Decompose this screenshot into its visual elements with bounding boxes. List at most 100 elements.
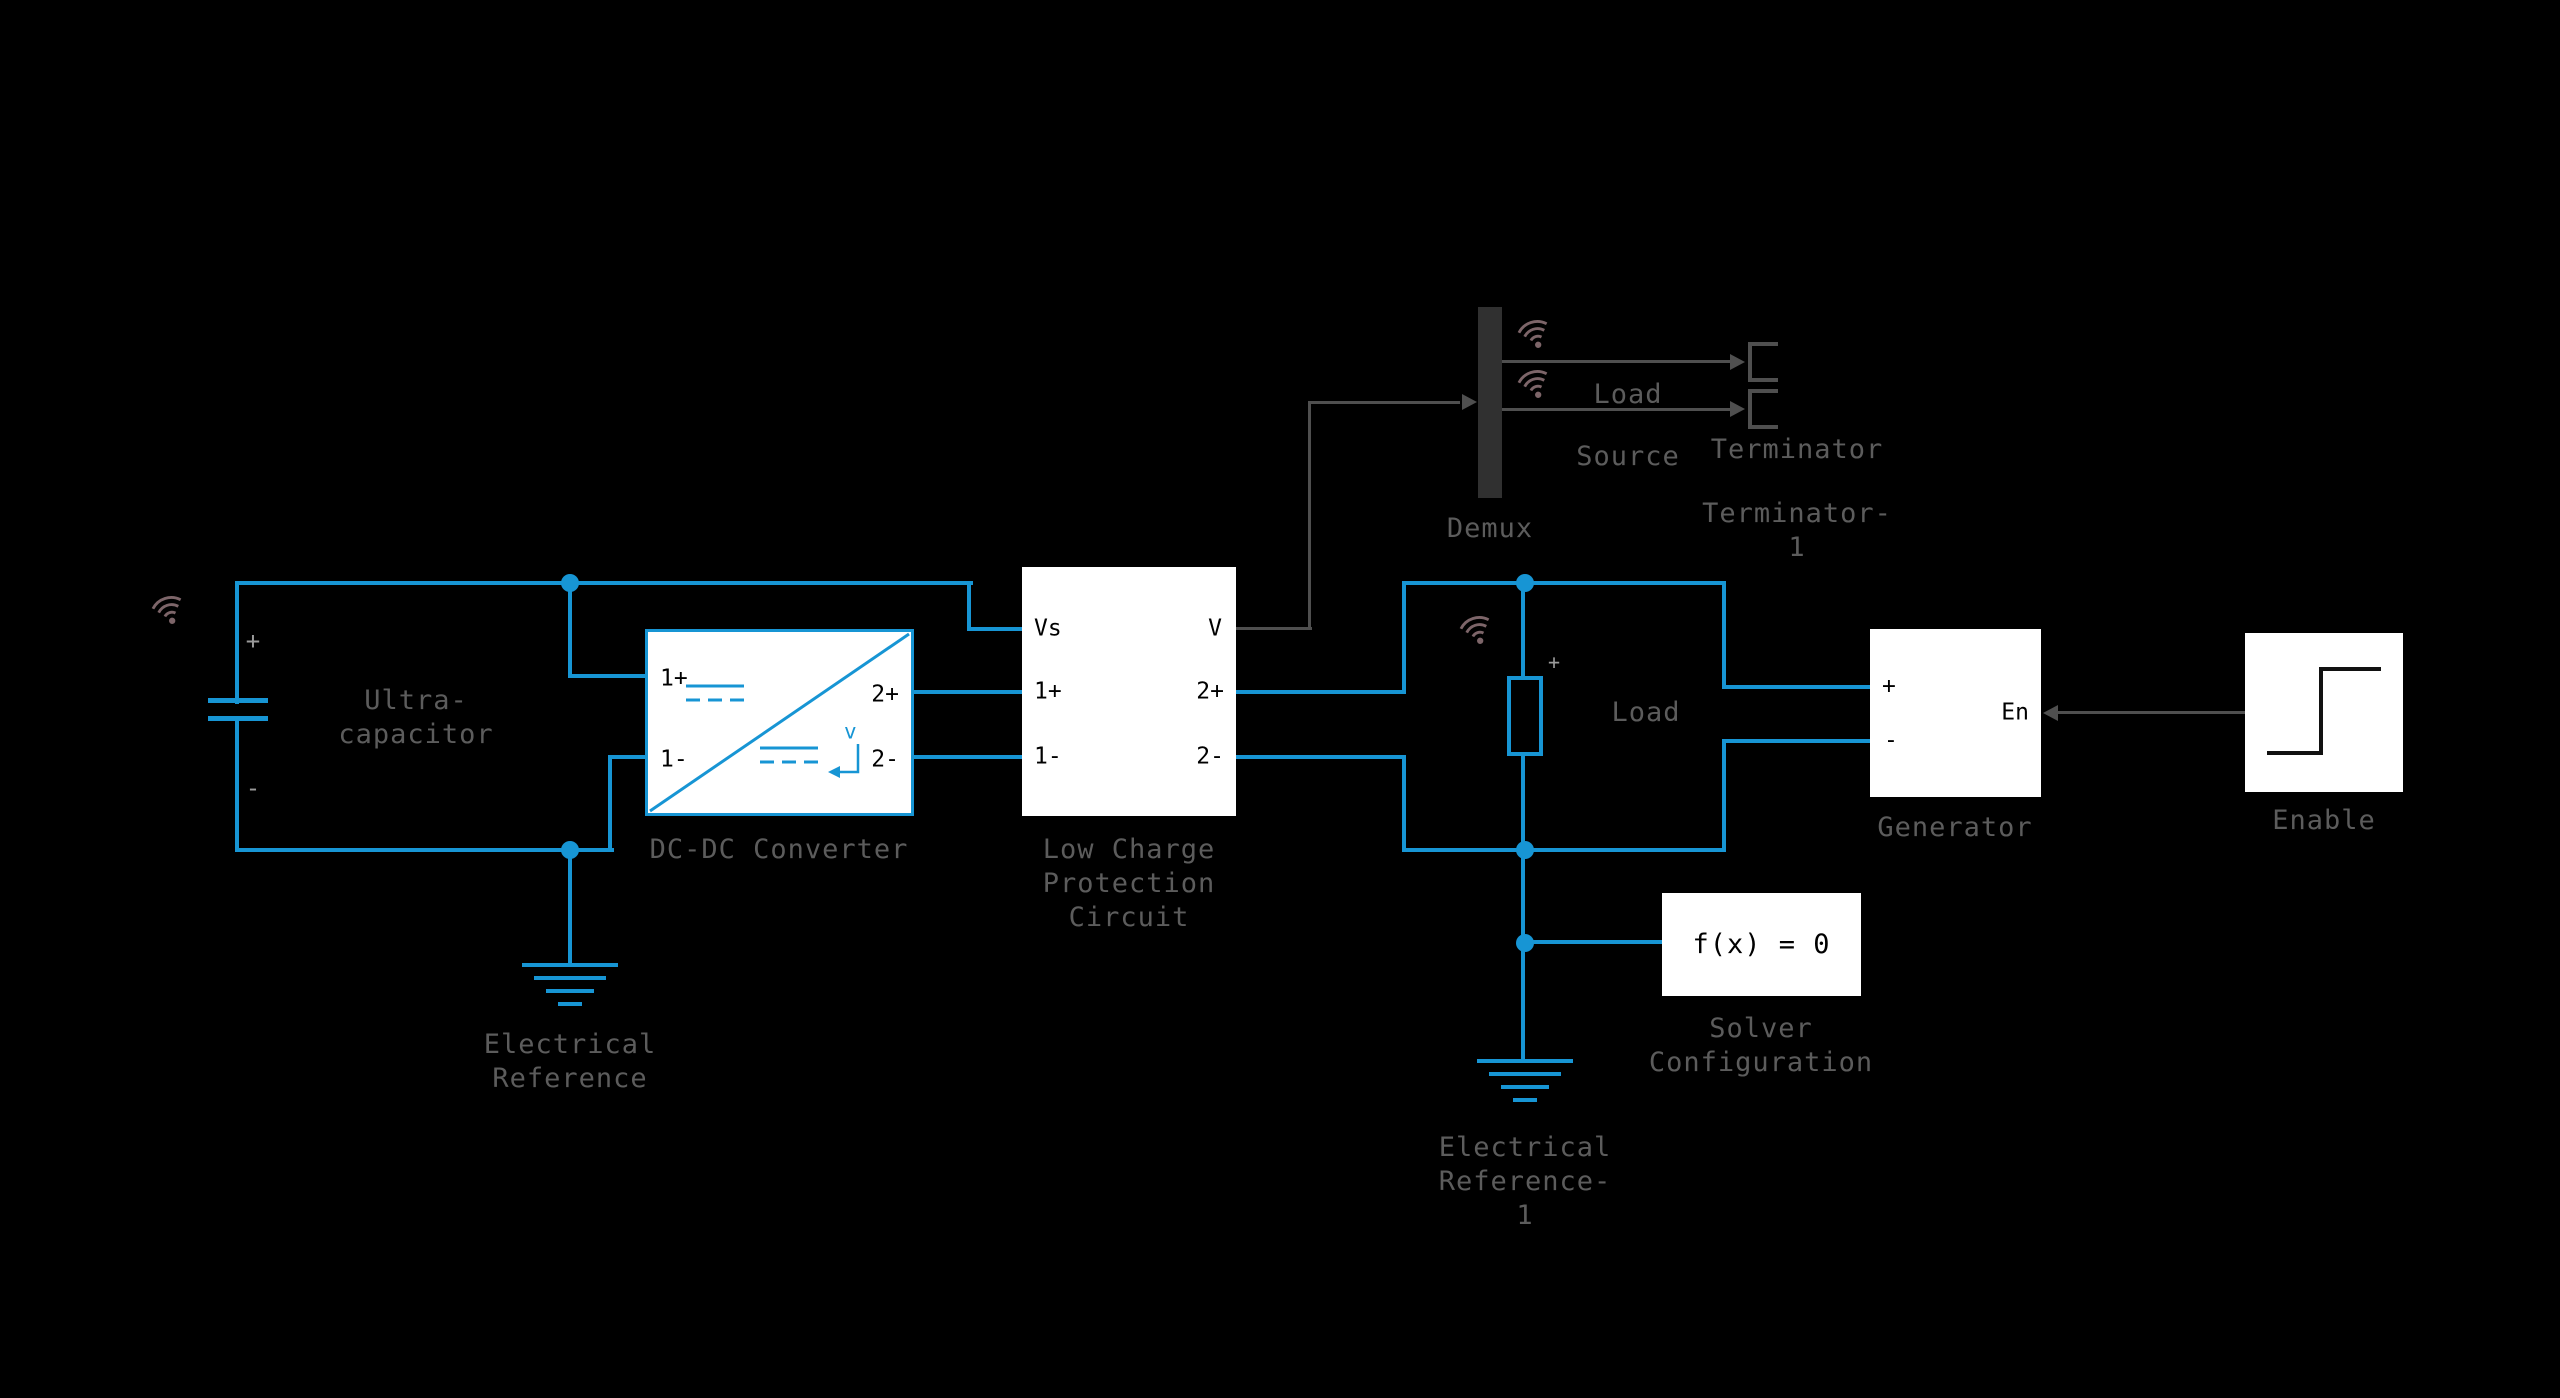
- signal-v-out[interactable]: [1236, 627, 1312, 630]
- wire-node-drop[interactable]: [1521, 850, 1525, 944]
- wire-ground-drop-2[interactable]: [1521, 942, 1525, 1059]
- capacitor-plate-top-icon: [208, 698, 268, 703]
- terminator-icon: [1748, 389, 1752, 429]
- lc-port-v: V: [1208, 615, 1222, 642]
- wire-dcdc-1n-in[interactable]: [608, 755, 645, 759]
- junction-dot[interactable]: [1516, 574, 1534, 592]
- wire-dcdc-2n-out[interactable]: [914, 755, 1022, 759]
- wire-vs-in[interactable]: [967, 627, 1022, 631]
- step-icon: [2267, 667, 2381, 755]
- arrowhead: [1462, 394, 1477, 410]
- dcdc-port-1plus: 1+: [660, 665, 688, 692]
- terminator-label: Terminator: [1710, 434, 1884, 465]
- ultracapacitor-label: Ultra- capacitor: [338, 685, 494, 750]
- dcdc-converter-icon: [649, 632, 910, 813]
- junction-dot[interactable]: [561, 841, 579, 859]
- wire-gen-minus-in[interactable]: [1722, 739, 1870, 743]
- logging-wifi-icon[interactable]: [1516, 316, 1554, 358]
- low-charge-protection-block[interactable]: Vs 1+ 1- V 2+ 2-: [1022, 567, 1236, 816]
- ground-icon: [522, 963, 618, 967]
- enable-block[interactable]: [2245, 633, 2403, 792]
- wire-vs-drop[interactable]: [967, 581, 971, 631]
- wire-cap-negative-lead[interactable]: [235, 721, 239, 852]
- arrowhead: [2043, 705, 2058, 721]
- lc-port-1plus: 1+: [1034, 678, 1062, 705]
- solver-configuration-block[interactable]: f(x) = 0: [1662, 893, 1861, 996]
- load-block[interactable]: [1507, 676, 1543, 756]
- dcdc-port-2minus: 2-: [871, 746, 899, 773]
- terminator-icon: [1748, 389, 1778, 393]
- lc-port-1minus: 1-: [1034, 743, 1062, 770]
- gen-port-en: En: [2001, 699, 2029, 726]
- wire-dcdc-1p-in[interactable]: [568, 674, 645, 678]
- enable-label: Enable: [2272, 805, 2376, 836]
- wire-lc-2p-out[interactable]: [1236, 690, 1406, 694]
- logging-wifi-icon[interactable]: [150, 592, 188, 634]
- wire-top-rail[interactable]: [1402, 581, 1726, 585]
- ground-icon: [1477, 1059, 1573, 1063]
- signal-name-source[interactable]: Source: [1576, 441, 1680, 472]
- signal-demux-out1[interactable]: [1502, 360, 1734, 363]
- wire-gen-plus-drop[interactable]: [1722, 583, 1726, 689]
- wire-solver-in[interactable]: [1521, 940, 1662, 944]
- wire-branch-to-dcdc-1p[interactable]: [568, 583, 572, 678]
- wire-cap-positive-lead[interactable]: [235, 583, 239, 704]
- wire-bottom-rail[interactable]: [1402, 848, 1726, 852]
- wire-positive-bus[interactable]: [235, 581, 973, 585]
- capacitor-plate-bottom-icon: [208, 716, 268, 721]
- terminator-icon: [1748, 425, 1778, 429]
- solver-expression: f(x) = 0: [1692, 929, 1831, 960]
- generator-label: Generator: [1877, 812, 2033, 843]
- junction-dot[interactable]: [1516, 934, 1534, 952]
- ground-icon: [1513, 1098, 1537, 1102]
- wire-lc-2n-drop[interactable]: [1402, 755, 1406, 850]
- gen-port-plus: +: [1882, 673, 1896, 700]
- cap-plus-mark: +: [245, 627, 261, 655]
- dcdc-converter-label: DC-DC Converter: [649, 834, 909, 865]
- wire-dcdc-2p-out[interactable]: [914, 690, 1022, 694]
- demux-block[interactable]: [1478, 307, 1502, 498]
- junction-dot[interactable]: [1516, 841, 1534, 859]
- ground-icon: [1501, 1085, 1549, 1089]
- terminator-icon: [1748, 342, 1752, 382]
- wire-dcdc-1n-rise[interactable]: [608, 755, 612, 852]
- wire-load-bottom[interactable]: [1521, 755, 1525, 852]
- ground-icon: [546, 989, 594, 993]
- lc-port-vs: Vs: [1034, 615, 1062, 642]
- signal-demux-out2[interactable]: [1502, 408, 1734, 411]
- load-plus-mark: +: [1547, 650, 1561, 674]
- dcdc-port-1minus: 1-: [660, 746, 688, 773]
- wire-lc-2p-rise[interactable]: [1402, 583, 1406, 694]
- signal-name-load[interactable]: Load: [1593, 379, 1663, 410]
- terminator-icon: [1748, 342, 1778, 346]
- dcdc-port-2plus: 2+: [871, 681, 899, 708]
- electrical-reference-1-label: Electrical Reference- 1: [1438, 1132, 1612, 1231]
- wire-negative-bus[interactable]: [235, 848, 614, 852]
- low-charge-label: Low Charge Protection Circuit: [1042, 834, 1216, 933]
- generator-block[interactable]: + - En: [1870, 629, 2041, 797]
- dcdc-converter-block[interactable]: 1+ 1- 2+ 2- v: [645, 629, 914, 816]
- logging-wifi-icon[interactable]: [1516, 366, 1554, 408]
- lc-port-2plus: 2+: [1196, 678, 1224, 705]
- solver-configuration-label: Solver Configuration: [1648, 1013, 1874, 1078]
- signal-v-rise[interactable]: [1308, 403, 1311, 630]
- logging-wifi-icon[interactable]: [1458, 612, 1496, 654]
- arrowhead: [1730, 354, 1745, 370]
- ground-icon: [558, 1002, 582, 1006]
- signal-enable[interactable]: [2057, 711, 2245, 714]
- wire-gen-minus-rise[interactable]: [1722, 739, 1726, 850]
- signal-demux-in[interactable]: [1308, 401, 1460, 404]
- wire-lc-2n-out[interactable]: [1236, 755, 1406, 759]
- gen-port-minus: -: [1884, 727, 1898, 754]
- wire-gen-plus-in[interactable]: [1722, 685, 1870, 689]
- load-label: Load: [1611, 697, 1681, 728]
- arrowhead: [1730, 401, 1745, 417]
- wire-load-top[interactable]: [1521, 583, 1525, 678]
- wire-ground-drop-1[interactable]: [568, 850, 572, 963]
- dcdc-v-mark: v: [844, 719, 857, 744]
- terminator-1-label: Terminator- 1: [1702, 498, 1892, 563]
- demux-label: Demux: [1446, 513, 1534, 544]
- junction-dot[interactable]: [561, 574, 579, 592]
- terminator-icon: [1748, 378, 1778, 382]
